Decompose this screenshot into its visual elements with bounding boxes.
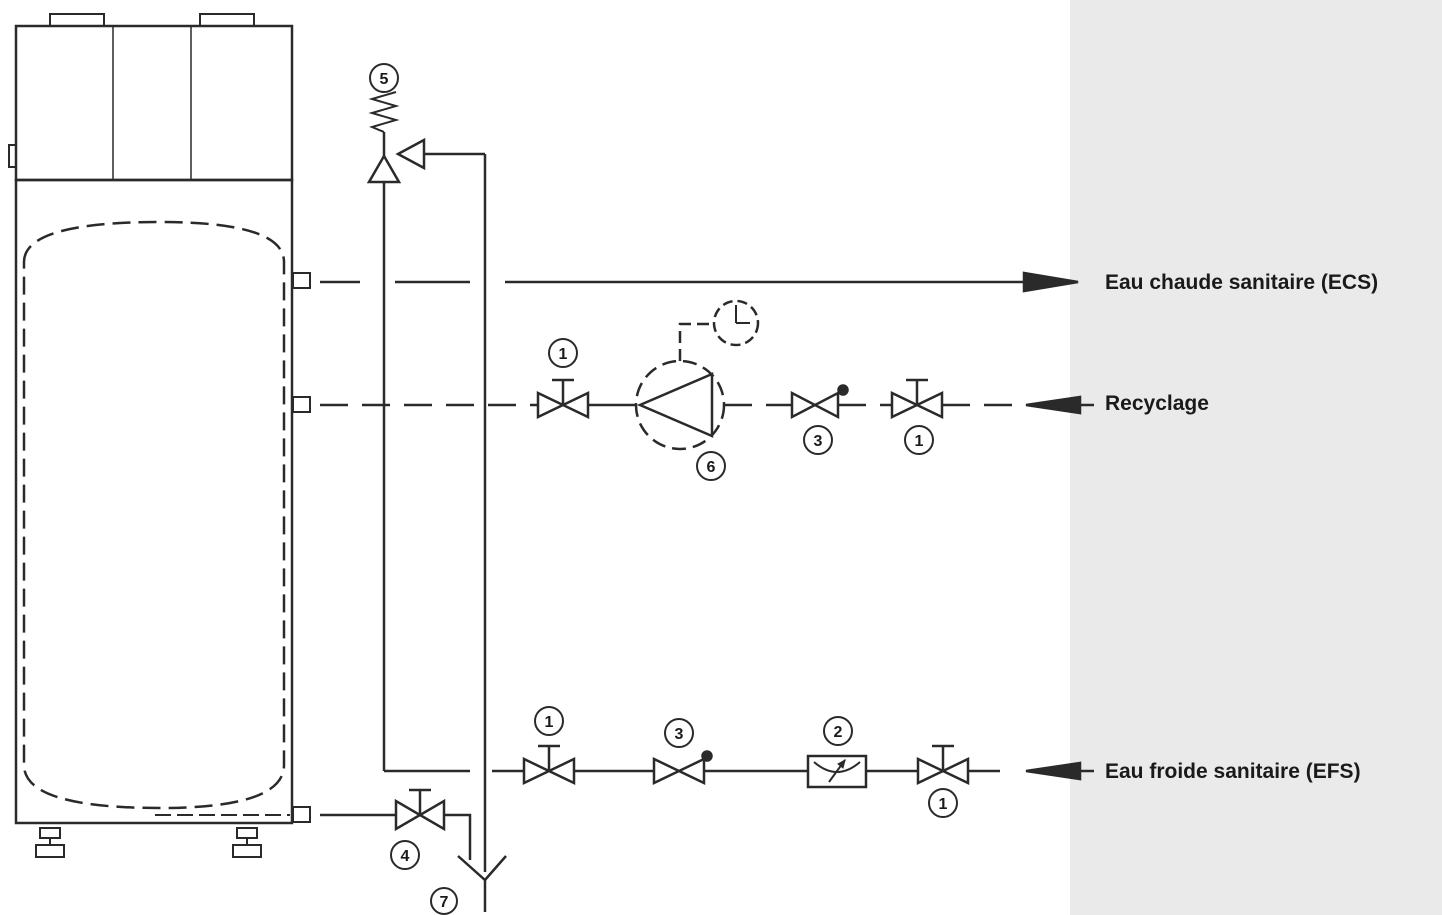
marker-1-cold-right: 1 <box>939 796 948 813</box>
check-valve-recirc <box>790 384 849 420</box>
heat-pump-head <box>14 24 294 182</box>
label-ecs: Eau chaude sanitaire (ECS) <box>1105 271 1378 294</box>
cold-inlet-stub <box>292 806 311 823</box>
drain-line <box>155 788 507 912</box>
marker-1-recirc-left: 1 <box>559 346 568 363</box>
gate-valve-recirc-right <box>890 378 944 419</box>
marker-1-cold-left: 1 <box>545 714 554 731</box>
marker-3-recirc: 3 <box>814 433 823 450</box>
label-efs: Eau froide sanitaire (EFS) <box>1105 760 1361 783</box>
water-heater-unit <box>8 13 311 858</box>
check-valve-cold <box>652 750 713 785</box>
tank-body <box>14 178 294 825</box>
marker-6: 6 <box>707 459 716 476</box>
drain-funnel-icon <box>457 855 507 882</box>
marker-7: 7 <box>440 894 449 911</box>
marker-5: 5 <box>380 71 389 88</box>
pressure-reducer <box>806 754 868 789</box>
hot-outlet-stub <box>292 272 311 289</box>
marker-2: 2 <box>834 724 843 741</box>
gate-valve-recirc-left <box>536 378 590 419</box>
label-panel <box>1070 0 1442 915</box>
recycle-inlet-stub <box>292 396 311 413</box>
gate-valve-cold-left <box>522 744 576 785</box>
cold-water-line <box>384 761 1094 781</box>
timer-icon <box>712 299 760 347</box>
top-vent-right <box>199 13 255 27</box>
foot-right <box>232 827 262 858</box>
hot-water-line <box>320 271 1079 293</box>
spring-icon <box>368 91 400 133</box>
marker-3-cold: 3 <box>675 726 684 743</box>
top-vent-left <box>49 13 105 27</box>
foot-left <box>35 827 65 858</box>
marker-4: 4 <box>401 848 410 865</box>
side-connector <box>8 144 17 168</box>
recirculation-pump <box>634 299 760 451</box>
hot-water-arrow <box>1022 271 1079 293</box>
gate-valve-cold-right <box>916 744 970 785</box>
safety-valve <box>366 91 487 872</box>
inner-tank-outline <box>22 220 286 810</box>
label-recyclage: Recyclage <box>1105 392 1209 415</box>
marker-1-recirc-right: 1 <box>915 433 924 450</box>
